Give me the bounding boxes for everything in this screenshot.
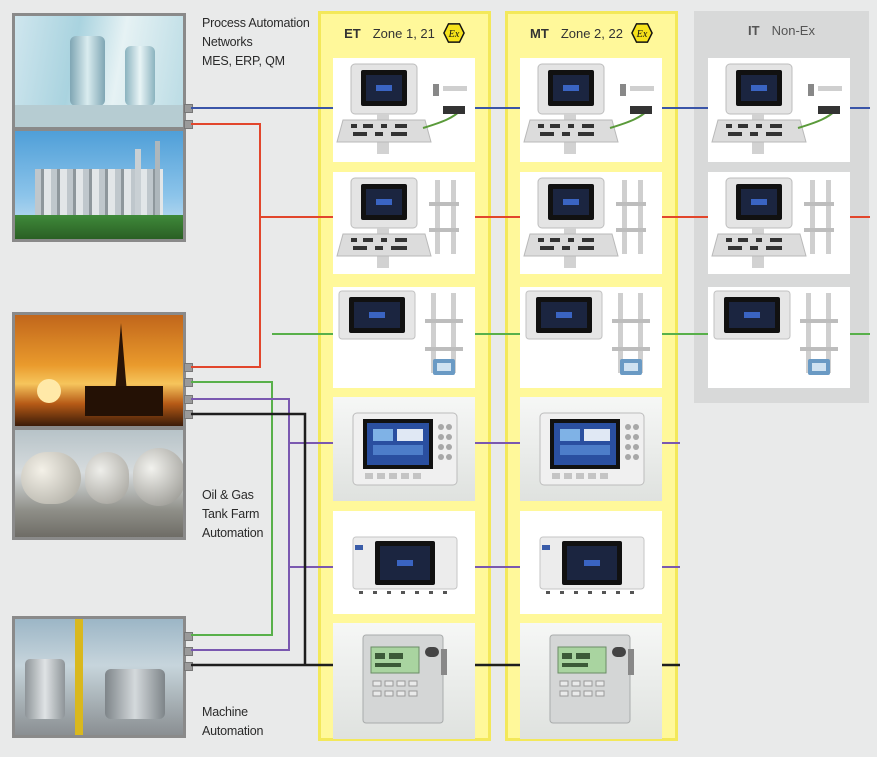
device-pcbig — [708, 172, 850, 274]
zone-label: Non-Ex — [771, 22, 815, 38]
device-term — [520, 623, 662, 739]
zone-code: MT — [530, 25, 549, 41]
caption-line: Tank Farm — [202, 507, 260, 521]
device-pc — [708, 58, 850, 162]
network-port — [184, 662, 193, 671]
photo-machine-hall — [12, 616, 186, 738]
device-pcbig — [333, 172, 475, 274]
zone-label: Zone 2, 22 — [560, 25, 623, 41]
zone-label: Zone 1, 21 — [372, 25, 435, 41]
caption-line: Machine — [202, 705, 248, 719]
photo-tank-trucks — [12, 427, 186, 540]
device-flat — [520, 511, 662, 614]
zone-header: ET Zone 1, 21 Ex — [321, 14, 488, 52]
photo-oil-rig — [12, 312, 186, 429]
device-pc — [333, 58, 475, 162]
device-pc — [520, 58, 662, 162]
zone-header: MT Zone 2, 22 Ex — [508, 14, 675, 52]
device-hmi — [333, 397, 475, 501]
caption-line: Networks — [202, 35, 253, 49]
zone-header: IT Non-Ex — [694, 11, 869, 49]
device-panel — [333, 287, 475, 388]
device-pcbig — [520, 172, 662, 274]
caption-process-automation: Process Automation Networks MES, ERP, QM — [202, 14, 310, 71]
caption-line: Process Automation — [202, 16, 310, 30]
photo-process-lab — [12, 13, 186, 130]
photo-refinery — [12, 128, 186, 242]
device-term — [333, 623, 475, 739]
caption-line: Automation — [202, 724, 264, 738]
svg-text:Ex: Ex — [636, 29, 648, 40]
device-flat — [333, 511, 475, 614]
caption-machine-automation: Machine Automation — [202, 703, 263, 741]
network-port — [184, 632, 193, 641]
caption-oil-gas: Oil & Gas Tank Farm Automation — [202, 486, 263, 543]
caption-line: Oil & Gas — [202, 488, 254, 502]
device-panel — [520, 287, 662, 388]
device-hmi — [520, 397, 662, 501]
zone-code: IT — [748, 22, 760, 38]
network-port — [184, 647, 193, 656]
device-panel — [708, 287, 850, 388]
ex-hazard-icon: Ex — [442, 23, 465, 43]
zone-code: ET — [344, 25, 361, 41]
svg-text:Ex: Ex — [448, 29, 460, 40]
ex-hazard-icon: Ex — [631, 23, 653, 43]
caption-line: MES, ERP, QM — [202, 54, 285, 68]
caption-line: Automation — [202, 526, 264, 540]
